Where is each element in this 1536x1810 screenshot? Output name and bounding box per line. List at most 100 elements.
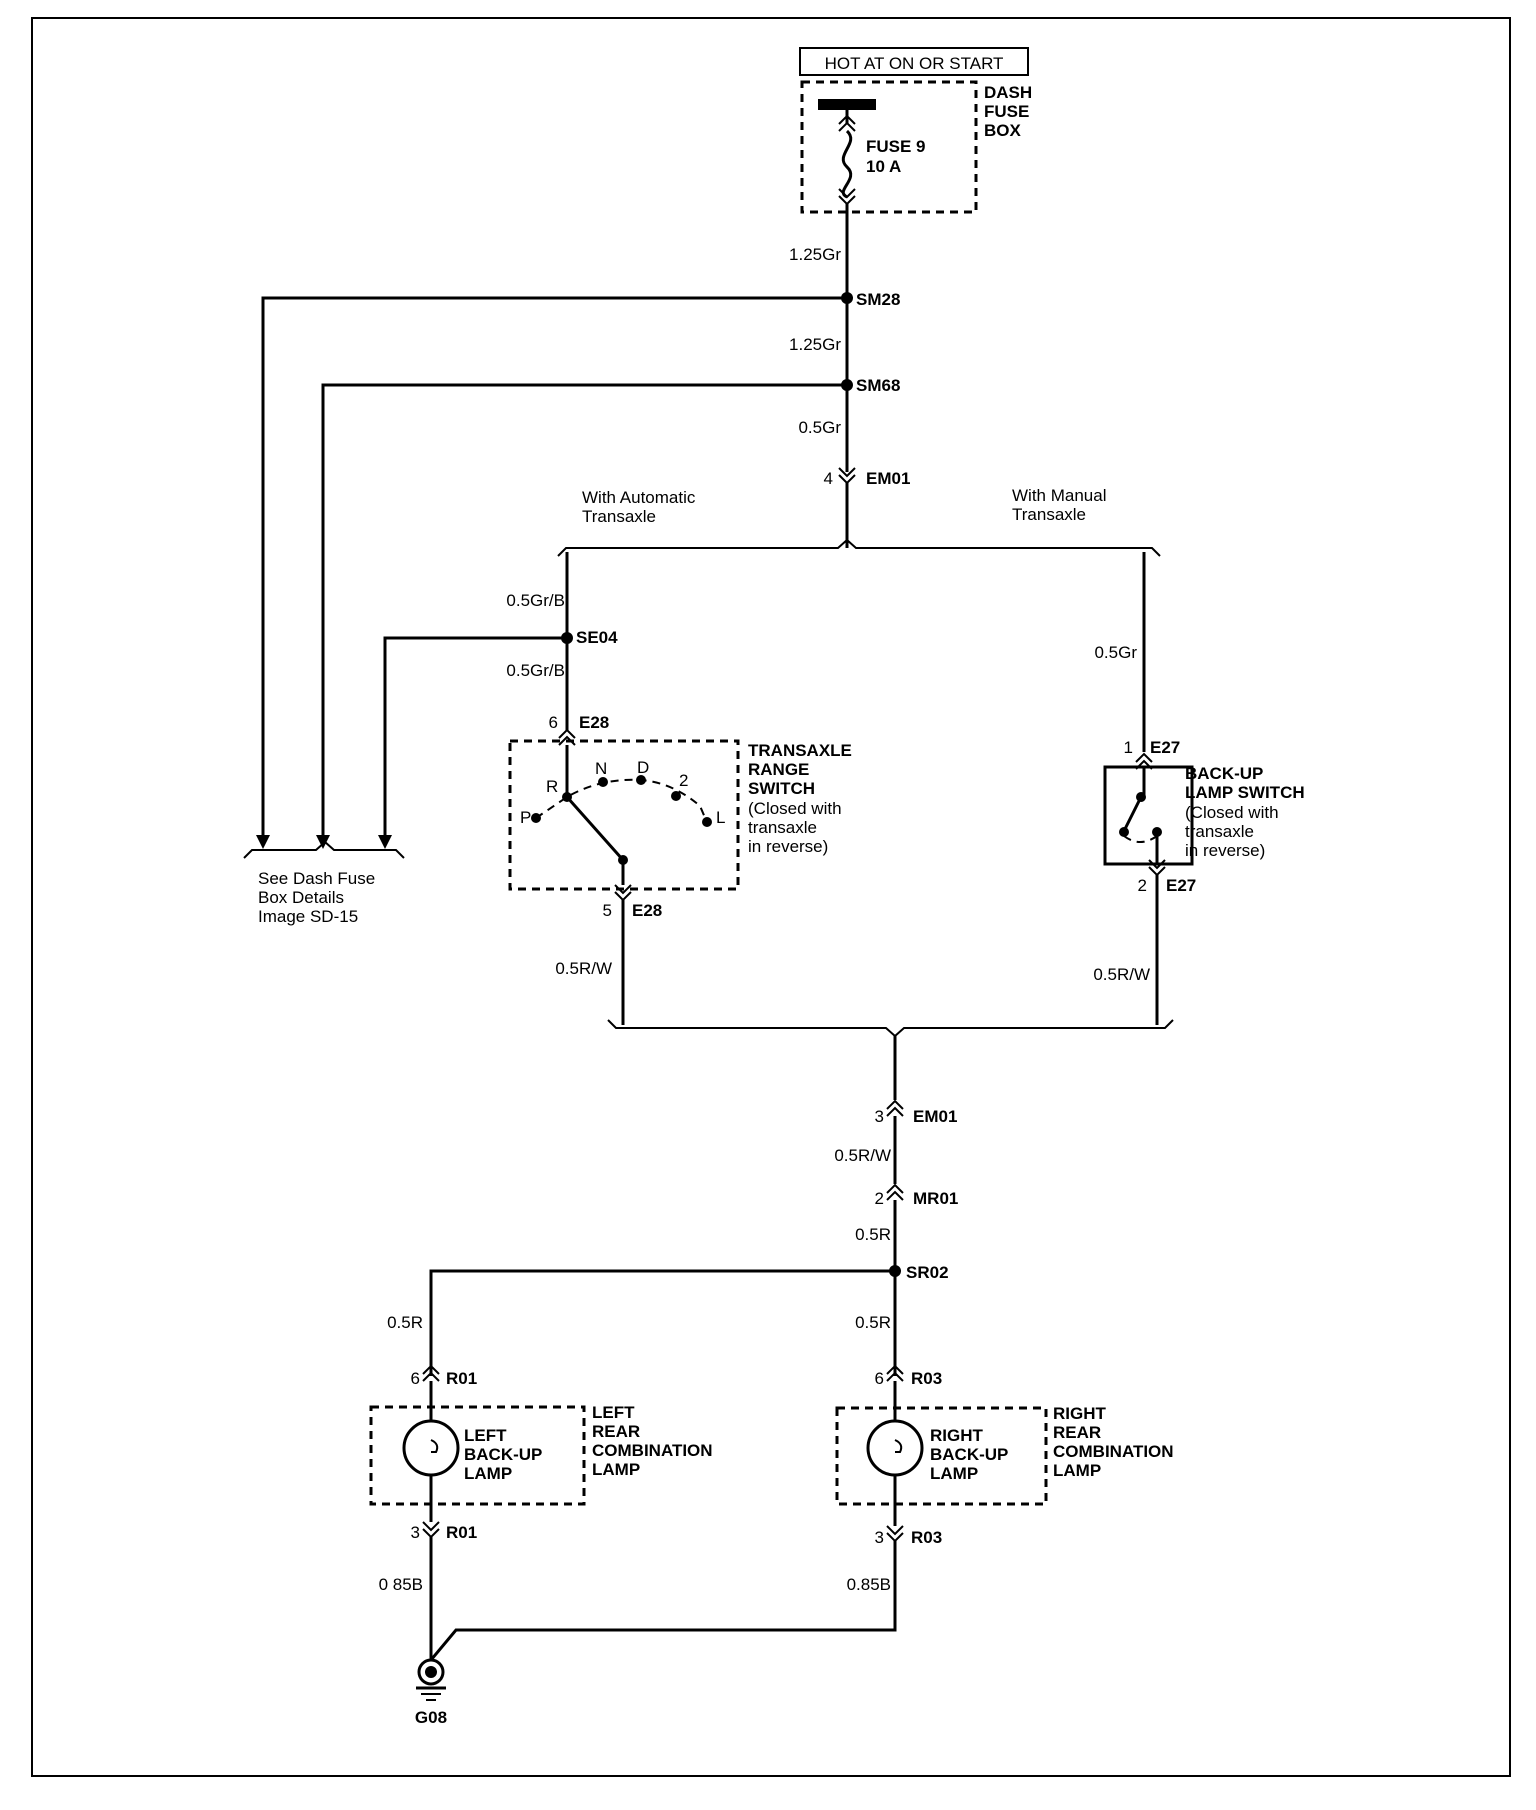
connector-r01-pin6 [422,1364,440,1382]
branch-auto-label-2: Transaxle [582,507,656,526]
backup-switch-title-1: BACK-UP [1185,764,1263,783]
branch-auto-label-1: With Automatic [582,488,696,507]
connector-label: EM01 [866,469,910,488]
connector-pin: 6 [411,1369,420,1388]
bus-bar [818,99,876,110]
backup-switch-note-2: transaxle [1185,822,1254,841]
left-assembly-label-2: REAR [592,1422,640,1441]
wire-label: 1.25Gr [789,245,841,264]
option-brace-top [557,538,1161,557]
connector-pin: 3 [875,1107,884,1126]
backup-lamp-switch [1103,765,1194,866]
connector-label: E28 [632,901,662,920]
switch-position: 2 [679,771,688,790]
connector-e28-pin6 [558,728,576,746]
connector-label: R03 [911,1369,942,1388]
left-bulb-label-1: LEFT [464,1426,507,1445]
wire-label: 0.5Gr/B [506,591,565,610]
fuse-symbol [841,129,853,199]
right-rear-combination-lamp-box [835,1406,1048,1506]
switch-position: R [546,777,558,796]
power-source: HOT AT ON OR START DASH FUSE BOX FUSE 9 … [799,47,1032,214]
left-bulb-label-3: LAMP [464,1464,512,1483]
left-assembly-label-3: COMBINATION [592,1441,713,1460]
wire-label: 0.5Gr [798,418,841,437]
transaxle-switch-note-2: transaxle [748,818,817,837]
right-bulb-icon [866,1419,924,1477]
fuse-note-line-1: See Dash Fuse [258,869,375,888]
splice-label-sm28: SM28 [856,290,900,309]
fuse-box-label-2: FUSE [984,102,1029,121]
transaxle-range-switch-box [508,739,740,891]
branch-manual-label-2: Transaxle [1012,505,1086,524]
connector-label: E27 [1150,738,1180,757]
wire-label: 0 85B [379,1575,423,1594]
branch-manual-label-1: With Manual [1012,486,1106,505]
right-bulb-label-3: LAMP [930,1464,978,1483]
backup-switch-note-1: (Closed with [1185,803,1279,822]
connector-r03-pin3 [886,1525,904,1543]
fuse-label: FUSE 9 [866,137,926,156]
wire-label: 0.5R/W [1093,965,1150,984]
left-assembly-label-4: LAMP [592,1460,640,1479]
ground-icon [416,1658,446,1701]
connector-label: R03 [911,1528,942,1547]
wire-label: 0.85B [847,1575,891,1594]
connector-pin: 6 [875,1369,884,1388]
fuse-note-line-2: Box Details [258,888,344,907]
page-frame [31,17,1511,1777]
connector-em01-pin3 [886,1099,904,1117]
left-assembly-label-1: LEFT [592,1403,635,1422]
wire-label: 0.5Gr/B [506,661,565,680]
transaxle-switch-note-3: in reverse) [748,837,828,856]
transaxle-switch-title-1: TRANSAXLE [748,741,852,760]
wire-label: 0.5R [855,1313,891,1332]
wire-label: 0.5R [387,1313,423,1332]
connector-pin: 2 [1138,876,1147,895]
splice-label-se04: SE04 [576,628,618,647]
fuse-box-reference-arrows [243,835,405,859]
connector-label: MR01 [913,1189,958,1208]
connector-r01-pin3 [422,1521,440,1539]
connector-e28-pin5 [614,884,632,902]
fuse-box-label-1: DASH [984,83,1032,102]
connector-pin: 5 [603,901,612,920]
connector-symbol [838,188,856,206]
wire-label: 1.25Gr [789,335,841,354]
left-bulb-label-2: BACK-UP [464,1445,542,1464]
wire-label: 0.5R [855,1225,891,1244]
hot-at-label-box [799,47,1029,76]
connector-label: E27 [1166,876,1196,895]
switch-position: N [595,759,607,778]
backup-lamp-switch-box [1103,765,1194,866]
transaxle-range-switch: P R N D 2 L [508,739,740,891]
connector-pin: 3 [411,1523,420,1542]
fuse-note-line-3: Image SD-15 [258,907,358,926]
connector-mr01 [886,1183,904,1201]
right-assembly-label-2: REAR [1053,1423,1101,1442]
right-assembly-label-4: LAMP [1053,1461,1101,1480]
backup-switch-note-3: in reverse) [1185,841,1265,860]
right-bulb-label-2: BACK-UP [930,1445,1008,1464]
hot-at-label: HOT AT ON OR START [825,54,1004,73]
dash-fuse-box [800,80,978,214]
backup-switch-title-2: LAMP SWITCH [1185,783,1305,802]
wire-label: 0.5R/W [834,1146,891,1165]
wire-label: 0.5R/W [555,959,612,978]
right-assembly-label-3: COMBINATION [1053,1442,1174,1461]
connector-pin: 3 [875,1528,884,1547]
connector-pin: 4 [824,469,833,488]
connector-r03-pin6 [886,1364,904,1382]
connector-pin: 6 [549,713,558,732]
ground-label: G08 [415,1708,447,1727]
switch-position: D [637,758,649,777]
transaxle-switch-note-1: (Closed with [748,799,842,818]
right-bulb-label-1: RIGHT [930,1426,984,1445]
option-brace-bottom [607,1019,1174,1038]
transaxle-switch-title-3: SWITCH [748,779,815,798]
right-assembly-label-1: RIGHT [1053,1404,1107,1423]
connector-pin: 2 [875,1189,884,1208]
transaxle-switch-title-2: RANGE [748,760,809,779]
left-bulb-icon [402,1419,460,1477]
